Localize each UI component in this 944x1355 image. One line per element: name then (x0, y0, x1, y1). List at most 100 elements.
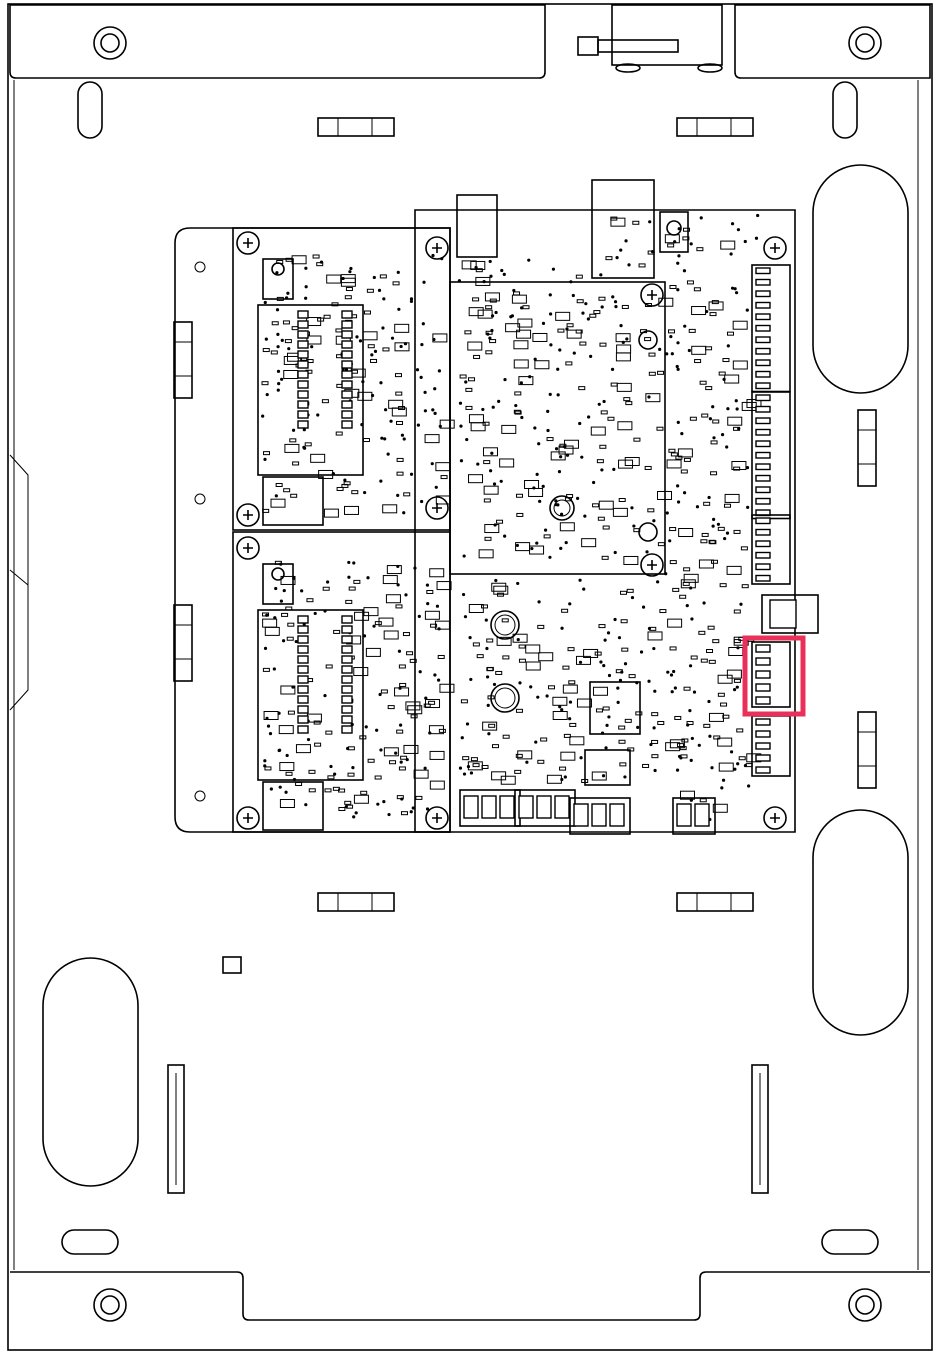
via (399, 723, 403, 727)
via (372, 275, 376, 280)
via (465, 722, 470, 726)
smd-part (686, 280, 694, 285)
via (351, 765, 355, 770)
smd-part (486, 638, 494, 643)
via (556, 367, 560, 371)
power-connector (262, 563, 294, 605)
knockouts (167, 117, 877, 1194)
ic-chip (439, 419, 455, 429)
via (302, 445, 306, 449)
pcb-screw-icon (763, 806, 787, 830)
via (569, 280, 573, 284)
ic-chip (616, 344, 632, 354)
ic-chip (278, 725, 294, 735)
via (304, 803, 308, 807)
via (652, 646, 656, 651)
smd-part (348, 586, 356, 591)
terminal-slot (609, 803, 625, 827)
via (543, 528, 548, 532)
smd-part (492, 744, 500, 749)
via (387, 812, 391, 817)
ic-chip (717, 674, 733, 684)
terminal-slot (297, 310, 309, 319)
smd-part (485, 305, 493, 310)
smd-part (563, 733, 571, 738)
via (677, 227, 681, 231)
via (675, 364, 679, 369)
smd-part (518, 644, 526, 649)
terminal-slot (341, 420, 353, 429)
connector-pin (271, 262, 285, 276)
via (683, 324, 687, 328)
knockout-divider (337, 893, 373, 911)
via (708, 417, 712, 421)
terminal-slot (755, 428, 771, 436)
via (482, 280, 486, 284)
smd-part (657, 720, 665, 725)
ic-chip (538, 652, 554, 662)
cable-entry-oval (42, 957, 139, 1187)
via (376, 802, 380, 806)
terminal-slot (755, 463, 771, 471)
via (689, 242, 693, 246)
ic-chip (500, 775, 516, 785)
via (382, 800, 386, 804)
via (707, 699, 711, 704)
via (708, 734, 712, 738)
smd-part (569, 722, 577, 727)
terminal-slot (755, 563, 771, 571)
terminal-slot (297, 400, 309, 409)
smd-part (670, 452, 678, 457)
ic-chip (353, 794, 369, 804)
via (525, 760, 529, 764)
via (620, 670, 624, 674)
via (364, 725, 368, 729)
via (306, 737, 311, 742)
relay-terminal-block (257, 609, 364, 781)
via (676, 261, 680, 265)
ic-chip (569, 736, 585, 746)
smd-part (366, 288, 374, 293)
smd-part (481, 604, 489, 609)
terminal-slot (755, 370, 771, 378)
ic-chip (468, 414, 484, 424)
smd-part (683, 686, 691, 691)
via (592, 480, 596, 485)
via (641, 605, 646, 609)
ic-chip (461, 260, 477, 270)
ic-chip (505, 323, 521, 333)
smd-part (575, 274, 583, 279)
ic-chip (691, 345, 707, 355)
via (520, 415, 524, 420)
via (423, 409, 427, 413)
via (459, 424, 463, 428)
terminal-slot (341, 615, 353, 624)
ic-chip (511, 294, 527, 304)
via (711, 524, 715, 528)
via (613, 550, 617, 555)
smd-part (733, 426, 741, 431)
ic-chip (353, 667, 369, 677)
via (278, 748, 282, 752)
via (499, 479, 503, 483)
screw-head (855, 33, 875, 53)
smd-part (607, 416, 615, 421)
smd-part (440, 475, 448, 480)
via (276, 332, 280, 336)
screw-cross (243, 543, 253, 553)
via (272, 667, 276, 671)
smd-part (374, 775, 382, 780)
via (510, 314, 515, 318)
via (558, 705, 562, 709)
smd-part (602, 525, 610, 530)
relay (262, 781, 324, 831)
ic-chip (468, 603, 484, 613)
via (672, 669, 676, 674)
via (666, 670, 670, 674)
smd-part (398, 766, 406, 771)
smd-part (316, 262, 324, 267)
terminal-slot (341, 665, 353, 674)
via (576, 496, 580, 501)
via (723, 536, 727, 541)
